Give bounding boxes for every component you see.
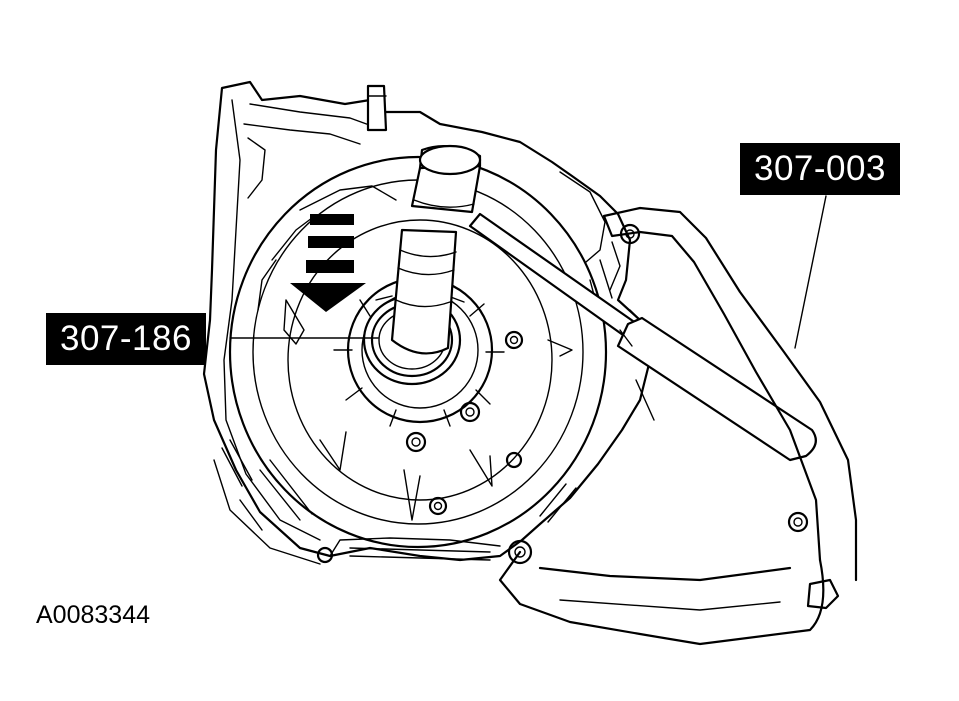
handle-icon bbox=[468, 206, 858, 646]
transmission-housing-icon bbox=[202, 80, 655, 565]
seal-installer-icon bbox=[390, 144, 482, 355]
leader-line-307-003 bbox=[794, 195, 827, 349]
tool-callout-307-003: 307-003 bbox=[740, 143, 900, 195]
direction-arrow-icon bbox=[290, 214, 366, 312]
figure-id: A0083344 bbox=[36, 601, 151, 629]
tool-callout-307-186: 307-186 bbox=[46, 313, 206, 365]
